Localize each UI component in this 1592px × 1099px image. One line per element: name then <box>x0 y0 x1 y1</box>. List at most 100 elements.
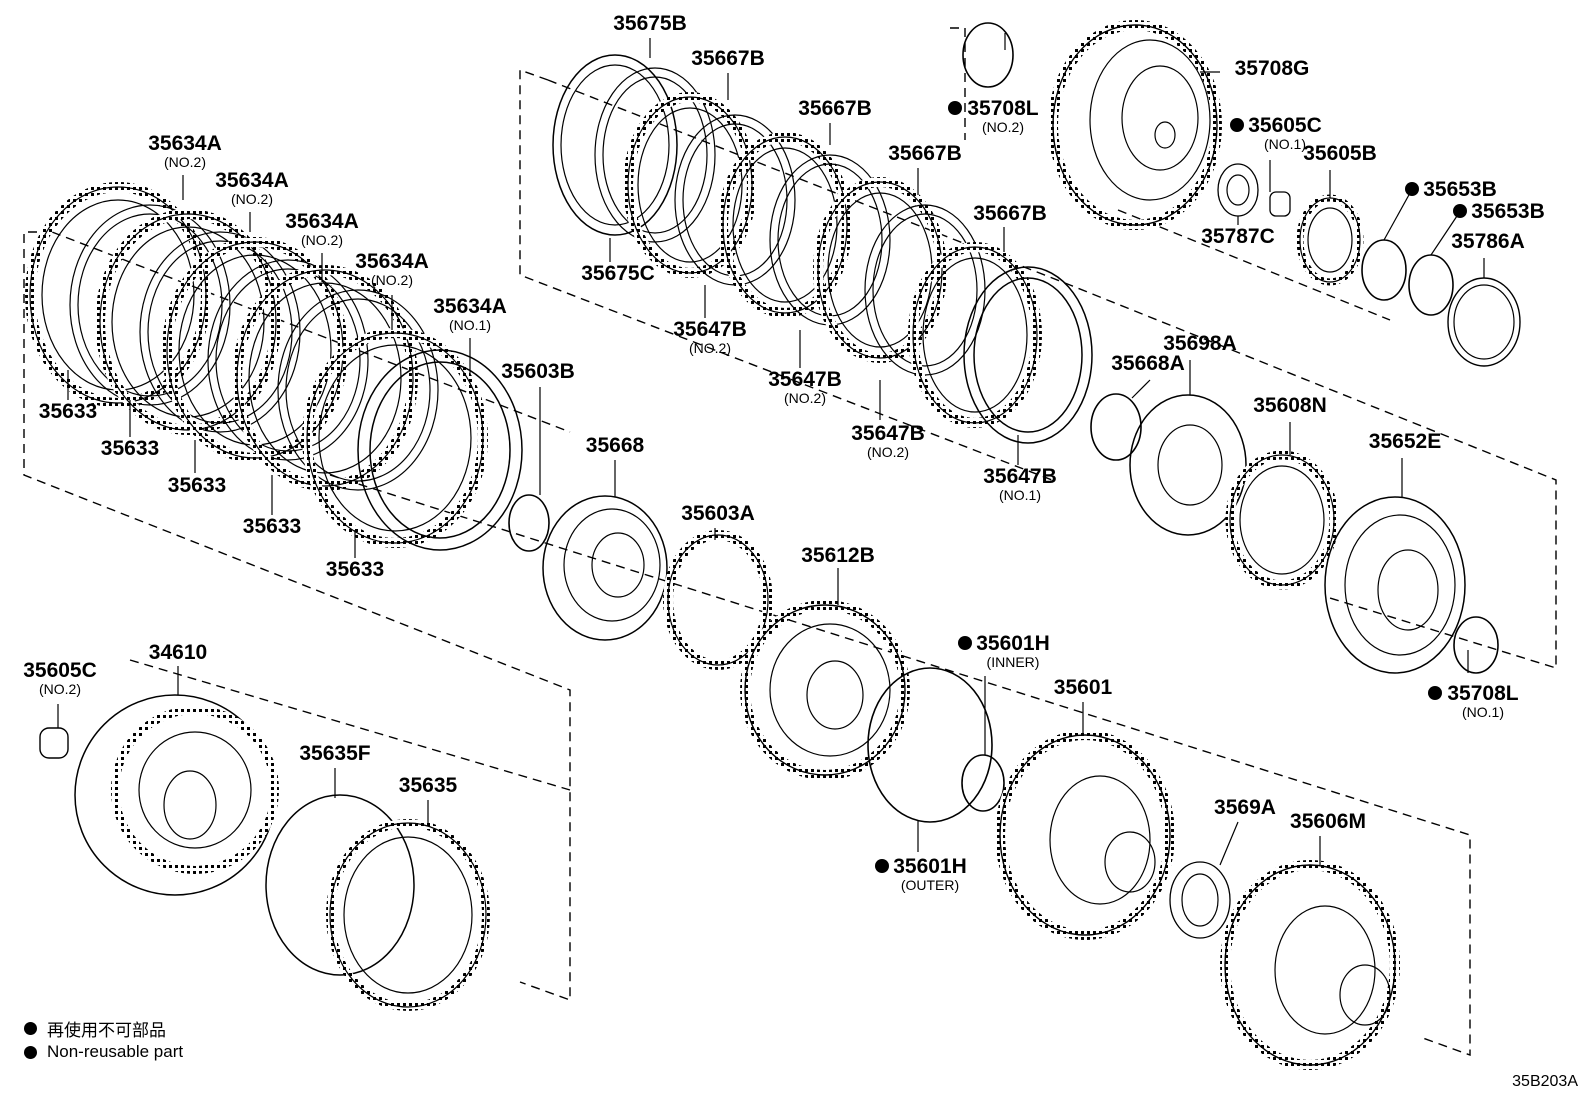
part-number: 35667B <box>798 97 872 120</box>
part-label-35633_3[interactable]: 35633 <box>168 474 226 497</box>
part-number: 35634A <box>355 250 429 273</box>
part-label-35708G[interactable]: 35708G <box>1235 57 1310 80</box>
part-label-35647B_3[interactable]: 35647B(NO.2) <box>851 422 925 460</box>
part-label-35708L_1[interactable]: 35708L(NO.1) <box>1428 682 1519 720</box>
non-reusable-bullet-icon <box>948 101 962 115</box>
part-number: 35667B <box>973 202 1047 225</box>
friction-disc-35667B-4 <box>908 242 1042 428</box>
part-label-35635[interactable]: 35635 <box>399 774 458 797</box>
part-label-35606M[interactable]: 35606M <box>1290 810 1366 833</box>
part-number: 35635F <box>299 742 370 765</box>
part-number: 35647B <box>673 318 747 341</box>
part-label-35652E[interactable]: 35652E <box>1369 430 1441 453</box>
part-label-35633_4[interactable]: 35633 <box>243 515 301 538</box>
part-label-35668[interactable]: 35668 <box>586 434 645 457</box>
part-label-35601H_out[interactable]: 35601H(OUTER) <box>875 855 967 893</box>
part-label-35653B_1[interactable]: 35653B <box>1405 178 1497 201</box>
part-label-35634A_1[interactable]: 35634A(NO.2) <box>148 132 222 170</box>
part-number: 35633 <box>39 400 97 423</box>
part-label-35633_1[interactable]: 35633 <box>39 400 97 423</box>
bushing-3569A <box>1169 861 1231 939</box>
part-label-35601[interactable]: 35601 <box>1054 676 1113 699</box>
part-number: 35668 <box>586 434 645 457</box>
part-label-35603A[interactable]: 35603A <box>681 502 755 525</box>
part-label-35634A_3[interactable]: 35634A(NO.2) <box>285 210 359 248</box>
part-number: 35675B <box>613 12 687 35</box>
part-label-35612B[interactable]: 35612B <box>801 544 875 567</box>
part-number: 35653B <box>1423 178 1497 201</box>
part-label-35633_5[interactable]: 35633 <box>326 558 384 581</box>
part-number: 35667B <box>888 142 962 165</box>
piston-35698A <box>1129 394 1247 536</box>
leader-lines <box>57 33 1485 866</box>
part-qualifier: (NO.2) <box>231 191 273 207</box>
part-label-35605B[interactable]: 35605B <box>1303 142 1377 165</box>
bottom-parts <box>39 694 1400 1070</box>
part-number: 35634A <box>285 210 359 233</box>
part-number: 35675C <box>581 262 655 285</box>
part-label-35634A_2[interactable]: 35634A(NO.2) <box>215 169 289 207</box>
part-number: 35633 <box>243 515 301 538</box>
part-qualifier: (NO.2) <box>301 232 343 248</box>
drum-34610 <box>74 694 279 896</box>
gear-35606M <box>1220 860 1400 1070</box>
part-label-35653B_2[interactable]: 35653B <box>1453 200 1545 223</box>
part-label-35667B_3[interactable]: 35667B <box>888 142 962 165</box>
part-labels: 35675B 35675C 35667B 35667B 35667B 35667B 3564… <box>23 12 1545 893</box>
part-label-35605C_1[interactable]: 35605C(NO.1) <box>1230 114 1322 152</box>
part-label-34610[interactable]: 34610 <box>149 641 207 664</box>
part-qualifier: (NO.2) <box>371 272 413 288</box>
diagram-id: 35B203A <box>1512 1073 1578 1090</box>
part-qualifier: (INNER) <box>987 654 1040 670</box>
piston-35668 <box>542 495 668 641</box>
part-label-35605C_2[interactable]: 35605C(NO.2) <box>23 659 97 697</box>
part-label-35668A[interactable]: 35668A <box>1111 352 1185 375</box>
o-ring-35708L-no2 <box>962 22 1014 88</box>
part-label-35608N[interactable]: 35608N <box>1253 394 1327 417</box>
part-label-35667B_2[interactable]: 35667B <box>798 97 872 120</box>
part-label-35635F[interactable]: 35635F <box>299 742 370 765</box>
part-number: 35698A <box>1163 332 1237 355</box>
o-ring-35708L-no1 <box>1453 616 1499 674</box>
non-reusable-bullet-icon <box>958 636 972 650</box>
bearing-35608N <box>1225 450 1339 590</box>
part-label-35786A[interactable]: 35786A <box>1451 230 1525 253</box>
part-label-35634A_4[interactable]: 35634A(NO.2) <box>355 250 429 288</box>
part-label-35667B_4[interactable]: 35667B <box>973 202 1047 225</box>
part-label-35634A_5[interactable]: 35634A(NO.1) <box>433 295 507 333</box>
part-number: 35633 <box>101 437 159 460</box>
part-number: 35634A <box>433 295 507 318</box>
part-number: 35652E <box>1369 430 1441 453</box>
part-label-3569A[interactable]: 3569A <box>1214 796 1276 819</box>
legend-jp: 再使用不可部品 <box>24 1016 166 1041</box>
part-number: 3569A <box>1214 796 1276 819</box>
part-number: 35708G <box>1235 57 1310 80</box>
part-label-35675C[interactable]: 35675C <box>581 262 655 285</box>
o-ring-35601H-inner <box>961 754 1005 812</box>
part-qualifier: (NO.1) <box>1462 704 1504 720</box>
part-label-35787C[interactable]: 35787C <box>1201 225 1275 248</box>
cylinder-35652E <box>1324 496 1466 674</box>
hub-35612B <box>740 600 910 780</box>
part-number: 35667B <box>691 47 765 70</box>
part-label-35675B[interactable]: 35675B <box>613 12 687 35</box>
part-number: 35708L <box>967 97 1038 120</box>
drum-35708G <box>1048 20 1222 230</box>
legend-en-text: Non-reusable part <box>47 1042 184 1061</box>
part-label-35601H_in[interactable]: 35601H(INNER) <box>958 632 1050 670</box>
part-label-35667B_1[interactable]: 35667B <box>691 47 765 70</box>
snap-ring-35635F <box>265 794 415 976</box>
part-label-35708L_2[interactable]: 35708L(NO.2) <box>948 97 1039 135</box>
non-reusable-bullet-icon <box>1230 118 1244 132</box>
part-number: 35603B <box>501 360 575 383</box>
part-number: 35606M <box>1290 810 1366 833</box>
part-label-35647B_1[interactable]: 35647B(NO.2) <box>673 318 747 356</box>
part-label-35603B[interactable]: 35603B <box>501 360 575 383</box>
part-number: 35787C <box>1201 225 1275 248</box>
part-label-35698A[interactable]: 35698A <box>1163 332 1237 355</box>
part-number: 35603A <box>681 502 755 525</box>
part-number: 35647B <box>768 368 842 391</box>
part-label-35647B_2[interactable]: 35647B(NO.2) <box>768 368 842 406</box>
part-label-35633_2[interactable]: 35633 <box>101 437 159 460</box>
part-label-35647B_4[interactable]: 35647B(NO.1) <box>983 465 1057 503</box>
